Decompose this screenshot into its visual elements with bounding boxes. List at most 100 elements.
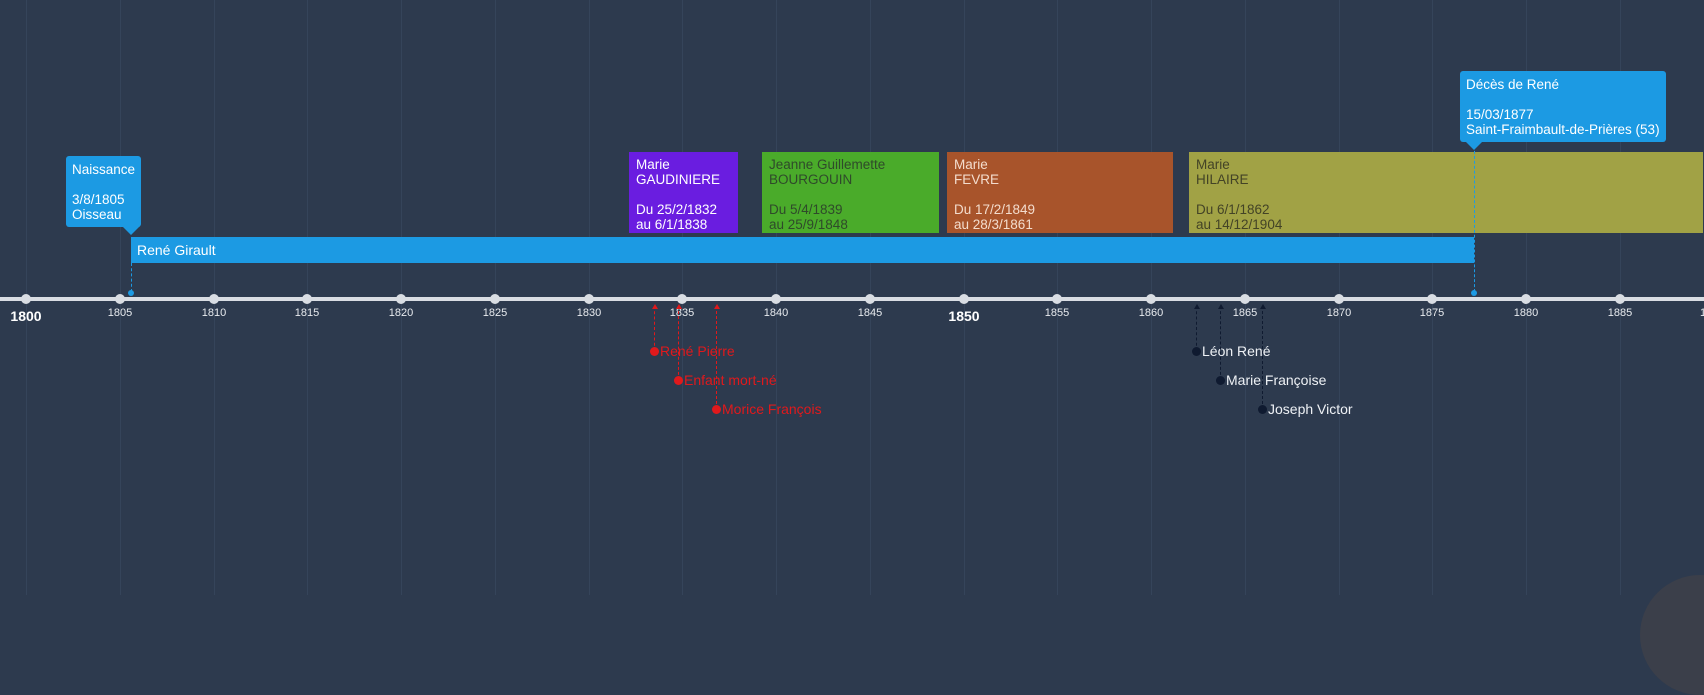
- tick-label: 1805: [107, 307, 133, 319]
- tick-dot: [115, 294, 125, 304]
- child-stem: [1262, 306, 1263, 409]
- child-stem: [1220, 306, 1221, 380]
- tick-label: 1820: [388, 307, 414, 319]
- child-dot: [1216, 376, 1225, 385]
- tick-label: 1825: [482, 307, 508, 319]
- tick-label: 1830: [576, 307, 602, 319]
- gap: [1196, 187, 1696, 202]
- spouse-from-date: Du 17/2/1849: [954, 202, 1036, 217]
- spouse-to-date: au 28/3/1861: [954, 217, 1033, 232]
- tick-label: 1855: [1044, 307, 1070, 319]
- tick-dot: [396, 294, 406, 304]
- child-stem: [654, 306, 655, 351]
- event-stem-dot: [128, 290, 134, 296]
- event-title: Naissance: [72, 162, 136, 177]
- child-dot: [674, 376, 683, 385]
- corner-decoration: [1640, 575, 1704, 695]
- tick-label: 1845: [857, 307, 883, 319]
- tick-label: 1800: [10, 308, 42, 324]
- tick-label: 1835: [669, 307, 695, 319]
- tick-label: 1815: [294, 307, 320, 319]
- tick-dot: [1615, 294, 1625, 304]
- child-name: Léon René: [1202, 343, 1271, 359]
- child-stem: [678, 306, 679, 380]
- spouse-first-name: Marie: [636, 157, 670, 172]
- event-gap: [72, 177, 135, 192]
- event-date: 15/03/1877: [1466, 107, 1534, 122]
- tick-dot: [677, 294, 687, 304]
- spouse-last-name: BOURGOUIN: [769, 172, 853, 187]
- tick-dot: [1334, 294, 1344, 304]
- child-dot: [650, 347, 659, 356]
- event-stem: [131, 263, 132, 292]
- child-stem: [1196, 306, 1197, 351]
- child-arrow: [714, 304, 720, 309]
- spouse-to-date: au 14/12/1904: [1196, 217, 1283, 232]
- child-name: Enfant mort-né: [684, 372, 777, 388]
- event-place: Oisseau: [72, 207, 122, 222]
- spouse-last-name: HILAIRE: [1196, 172, 1249, 187]
- tick-dot: [1240, 294, 1250, 304]
- event-title: Décès de René: [1466, 77, 1560, 92]
- tick-dot: [1521, 294, 1531, 304]
- tick-label: 1840: [763, 307, 789, 319]
- child-stem: [716, 306, 717, 409]
- child-arrow: [1218, 304, 1224, 309]
- spouse-first-name: Marie: [1196, 157, 1230, 172]
- event-pointer: [1465, 141, 1483, 150]
- spouse-first-name: Jeanne Guillemette: [769, 157, 886, 172]
- tick-label: 1: [1700, 307, 1704, 319]
- tick-label: 1865: [1232, 307, 1258, 319]
- child-name: Joseph Victor: [1268, 401, 1353, 417]
- event-pointer: [122, 226, 140, 235]
- tick-label: 1870: [1326, 307, 1352, 319]
- event-stem-dot: [1471, 290, 1477, 296]
- child-arrow: [1194, 304, 1200, 309]
- tick-label: 1860: [1138, 307, 1164, 319]
- tick-label: 1875: [1419, 307, 1445, 319]
- gap: [769, 187, 932, 202]
- child-dot: [712, 405, 721, 414]
- tick-dot: [1146, 294, 1156, 304]
- tick-dot: [584, 294, 594, 304]
- tick-dot: [209, 294, 219, 304]
- tick-dot: [865, 294, 875, 304]
- spouse-from-date: Du 5/4/1839: [769, 202, 843, 217]
- event-gap: [1466, 92, 1660, 107]
- life-bar[interactable]: René Girault: [131, 237, 1474, 263]
- tick-dot: [771, 294, 781, 304]
- tick-label: 1810: [201, 307, 227, 319]
- child-name: René Pierre: [660, 343, 735, 359]
- spouse-last-name: FEVRE: [954, 172, 1000, 187]
- event-stem: [1474, 146, 1475, 292]
- gap: [954, 187, 1166, 202]
- tick-dot: [21, 294, 31, 304]
- child-name: Marie Françoise: [1226, 372, 1327, 388]
- tick-dot: [302, 294, 312, 304]
- tick-label: 1880: [1513, 307, 1539, 319]
- axis-line: [0, 297, 1704, 301]
- spouse-from-date: Du 6/1/1862: [1196, 202, 1270, 217]
- child-arrow: [1260, 304, 1266, 309]
- child-name: Morice François: [722, 401, 822, 417]
- child-arrow: [676, 304, 682, 309]
- spouse-last-name: GAUDINIERE: [636, 172, 721, 187]
- tick-dot: [1052, 294, 1062, 304]
- gap: [636, 187, 731, 202]
- child-dot: [1258, 405, 1267, 414]
- event-date: 3/8/1805: [72, 192, 125, 207]
- child-dot: [1192, 347, 1201, 356]
- tick-dot: [1427, 294, 1437, 304]
- tick-dot: [490, 294, 500, 304]
- spouse-from-date: Du 25/2/1832: [636, 202, 718, 217]
- tick-label: 1885: [1607, 307, 1633, 319]
- life-bar-label: René Girault: [137, 242, 216, 258]
- spouse-to-date: au 25/9/1848: [769, 217, 848, 232]
